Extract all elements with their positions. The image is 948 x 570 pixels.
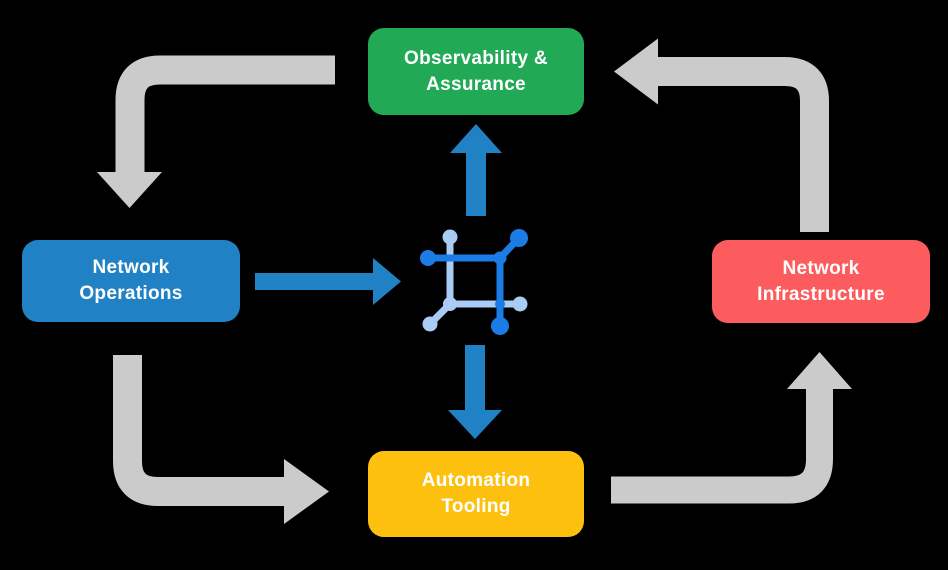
arrow-center-to-observability (450, 124, 502, 216)
arrow-shaft (113, 355, 284, 506)
node-label-line: Network (92, 257, 170, 278)
node-label-line: Operations (79, 283, 183, 304)
node-network-operations: Network Operations (22, 240, 240, 322)
arrow-head-up (450, 124, 502, 153)
arrow-shaft (611, 389, 833, 504)
node-label-line: Network (782, 257, 860, 279)
arrow-head-right (373, 258, 401, 305)
arrow-head-right (284, 459, 329, 524)
node-label-line: Infrastructure (757, 283, 885, 305)
arrow-head-up (787, 352, 852, 389)
node-automation-tooling: Automation Tooling (368, 451, 584, 537)
arrow-head-down (97, 172, 162, 208)
arrow-operations-to-center (255, 258, 401, 305)
arrow-observability-to-operations (97, 55, 335, 208)
arrow-operations-to-automation (113, 355, 329, 524)
node-label-line: Assurance (426, 73, 526, 95)
node-label-line: Automation (421, 470, 531, 491)
arrow-shaft (115, 55, 335, 175)
arrow-head-left (614, 38, 658, 105)
node-network-infrastructure: Network Infrastructure (712, 240, 930, 323)
network-mesh-icon (420, 229, 528, 335)
arrow-infrastructure-to-observability (614, 38, 829, 232)
node-label-line: Tooling (441, 496, 511, 517)
arrow-center-to-automation (448, 345, 502, 439)
network-mesh-icon-light-part (422, 229, 528, 332)
arrow-automation-to-infrastructure (611, 352, 852, 504)
node-observability-assurance: Observability & Assurance (368, 28, 584, 115)
node-label-line: Observability & (404, 47, 548, 69)
arrow-head-down (448, 410, 502, 439)
arrow-shaft (658, 57, 829, 232)
network-mesh-icon-dark-part (420, 229, 528, 335)
